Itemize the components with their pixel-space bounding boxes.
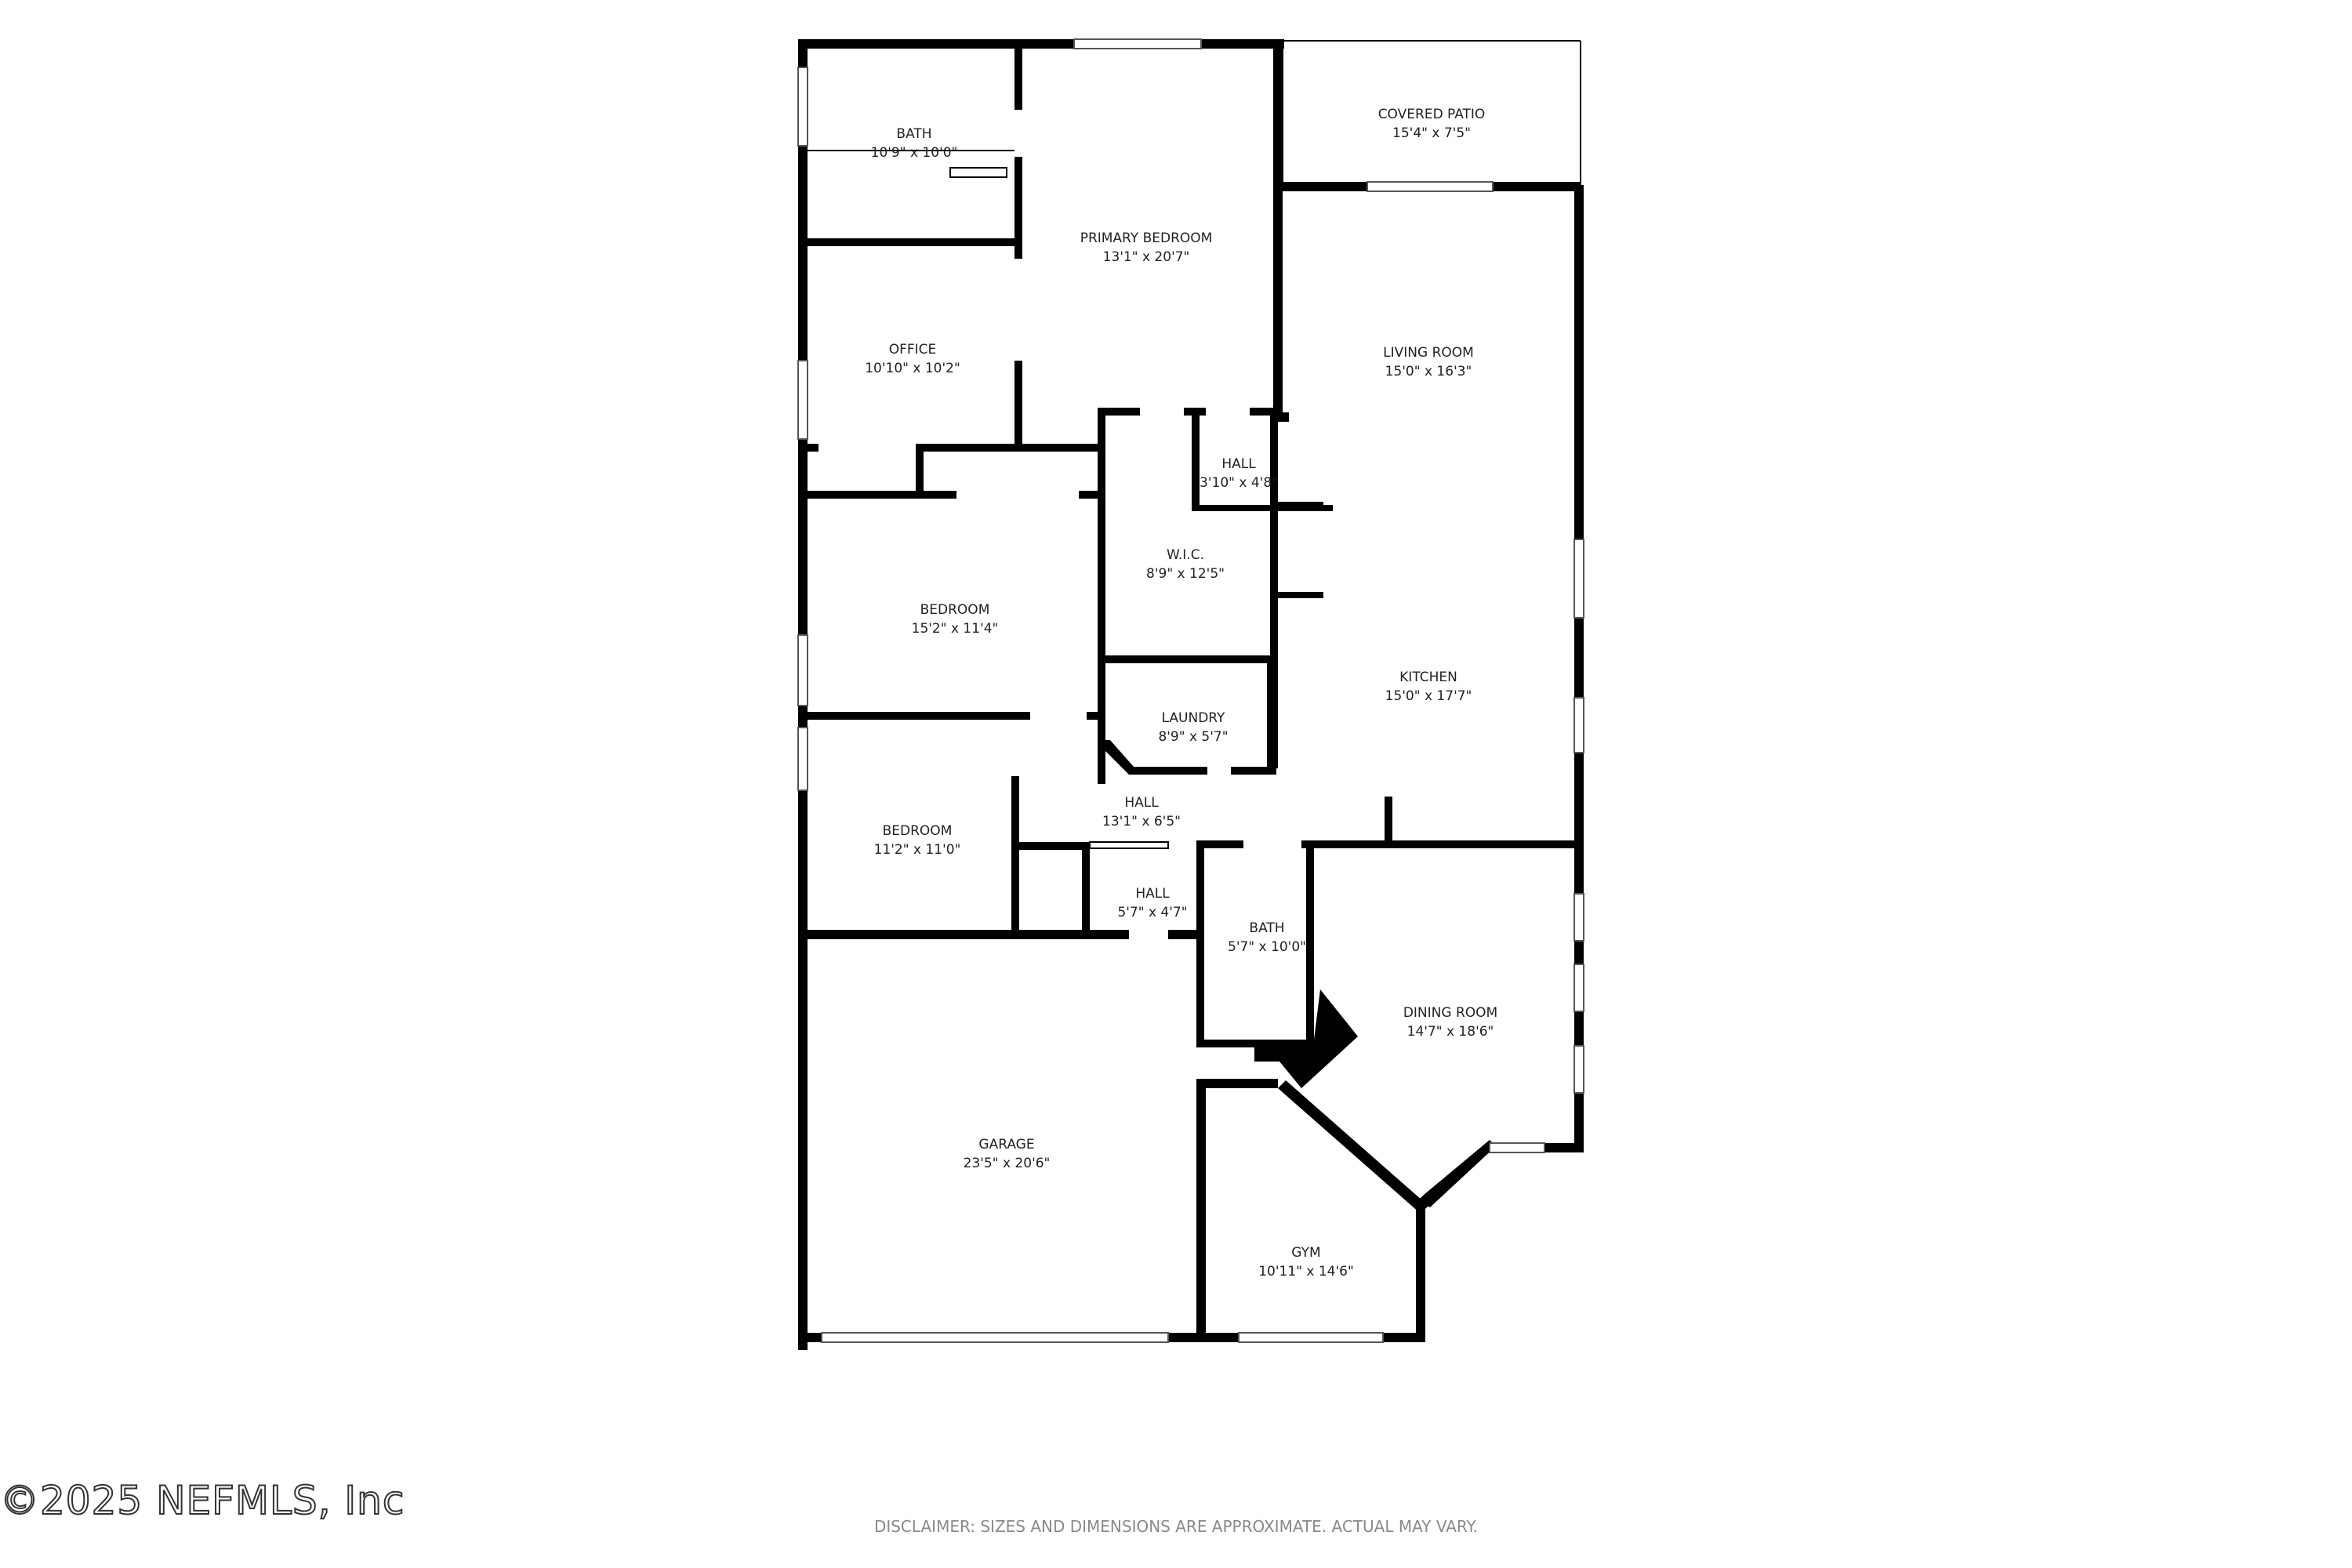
room-dining-room: DINING ROOM 14'7" x 18'6" [1403, 1005, 1497, 1040]
svg-text:HALL: HALL [1124, 795, 1159, 811]
svg-text:13'1" x 20'7": 13'1" x 20'7" [1103, 249, 1190, 265]
svg-text:W.I.C.: W.I.C. [1167, 547, 1204, 563]
room-bath-1: BATH 10'9" x 10'0" [871, 126, 958, 161]
room-bath-2: BATH 5'7" x 10'0" [1228, 920, 1306, 955]
svg-text:BEDROOM: BEDROOM [883, 823, 953, 839]
room-hall-2: HALL 13'1" x 6'5" [1102, 795, 1181, 829]
room-office: OFFICE 10'10" x 10'2" [865, 342, 960, 376]
svg-text:23'5" x 20'6": 23'5" x 20'6" [964, 1156, 1051, 1171]
room-primary-bedroom: PRIMARY BEDROOM 13'1" x 20'7" [1080, 230, 1213, 265]
svg-text:BEDROOM: BEDROOM [920, 602, 990, 618]
svg-text:10'10" x 10'2": 10'10" x 10'2" [865, 361, 960, 376]
svg-text:10'11" x 14'6": 10'11" x 14'6" [1258, 1264, 1354, 1279]
svg-text:OFFICE: OFFICE [889, 342, 937, 358]
svg-text:15'2" x 11'4": 15'2" x 11'4" [912, 621, 999, 637]
svg-text:KITCHEN: KITCHEN [1399, 670, 1457, 685]
disclaimer-text: DISCLAIMER: SIZES AND DIMENSIONS ARE APP… [873, 1517, 1479, 1536]
door-openings [956, 110, 1301, 939]
svg-text:11'2" x 11'0": 11'2" x 11'0" [874, 842, 961, 858]
room-bedroom-1: BEDROOM 15'2" x 11'4" [912, 602, 999, 637]
svg-text:5'7" x 10'0": 5'7" x 10'0" [1228, 939, 1306, 955]
svg-text:DINING ROOM: DINING ROOM [1403, 1005, 1497, 1021]
room-garage: GARAGE 23'5" x 20'6" [964, 1137, 1051, 1171]
room-bedroom-2: BEDROOM 11'2" x 11'0" [874, 823, 961, 858]
windows [797, 38, 1584, 1343]
room-hall-3: HALL 5'7" x 4'7" [1117, 886, 1187, 920]
copyright-watermark: ©2025 NEFMLS, Inc [0, 1477, 405, 1524]
svg-text:BATH: BATH [1249, 920, 1284, 936]
svg-text:13'1" x 6'5": 13'1" x 6'5" [1102, 814, 1181, 829]
svg-text:14'7" x 18'6": 14'7" x 18'6" [1407, 1024, 1494, 1040]
svg-text:BATH: BATH [896, 126, 931, 142]
svg-text:HALL: HALL [1221, 456, 1256, 472]
svg-text:COVERED PATIO: COVERED PATIO [1378, 107, 1486, 122]
room-gym: GYM 10'11" x 14'6" [1258, 1245, 1354, 1279]
svg-text:3'10" x 4'8": 3'10" x 4'8" [1200, 475, 1278, 491]
svg-text:15'0" x 16'3": 15'0" x 16'3" [1385, 364, 1472, 379]
svg-text:5'7" x 4'7": 5'7" x 4'7" [1117, 905, 1187, 920]
svg-text:10'9" x 10'0": 10'9" x 10'0" [871, 145, 958, 161]
svg-text:LIVING ROOM: LIVING ROOM [1383, 345, 1474, 361]
svg-text:LAUNDRY: LAUNDRY [1162, 710, 1225, 726]
fixtures [808, 150, 1169, 849]
svg-text:8'9" x 5'7": 8'9" x 5'7" [1158, 729, 1228, 745]
svg-text:PRIMARY BEDROOM: PRIMARY BEDROOM [1080, 230, 1213, 246]
svg-text:15'0" x 17'7": 15'0" x 17'7" [1385, 688, 1472, 704]
room-labels: BATH 10'9" x 10'0" PRIMARY BEDROOM 13'1"… [865, 107, 1497, 1279]
svg-text:GARAGE: GARAGE [978, 1137, 1034, 1152]
room-kitchen: KITCHEN 15'0" x 17'7" [1385, 670, 1472, 704]
svg-text:8'9" x 12'5": 8'9" x 12'5" [1146, 566, 1225, 582]
room-covered-patio: COVERED PATIO 15'4" x 7'5" [1378, 107, 1486, 141]
room-living-room: LIVING ROOM 15'0" x 16'3" [1383, 345, 1474, 379]
room-wic: W.I.C. 8'9" x 12'5" [1146, 547, 1225, 582]
room-laundry: LAUNDRY 8'9" x 5'7" [1158, 710, 1228, 745]
svg-text:GYM: GYM [1291, 1245, 1320, 1261]
svg-text:HALL: HALL [1135, 886, 1170, 902]
svg-text:15'4" x 7'5": 15'4" x 7'5" [1392, 125, 1471, 141]
room-hall-1: HALL 3'10" x 4'8" [1200, 456, 1278, 491]
